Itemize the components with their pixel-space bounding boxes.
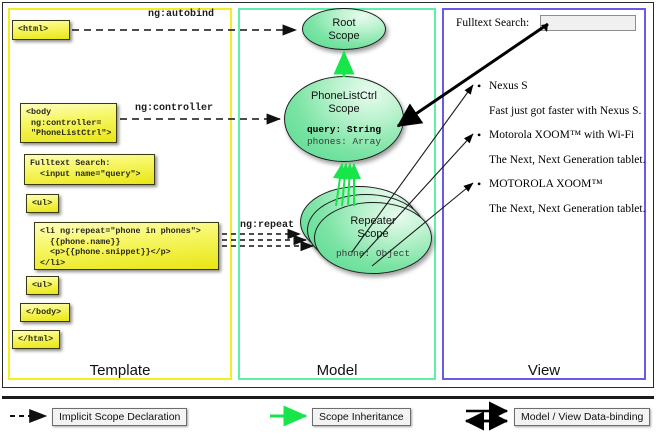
view-item-name-0[interactable]: Nexus S	[489, 80, 528, 92]
code-box-html-close: </html>	[12, 330, 60, 349]
scope-phonelistctrl-properties: query: String phones: Array	[307, 124, 381, 147]
scope-property-query: query: String	[306, 124, 382, 135]
view-search-label: Fulltext Search:	[456, 17, 530, 29]
scope-repeater-title: Repeater Scope	[350, 215, 396, 240]
code-box-ul-open: <ul>	[26, 194, 59, 213]
connector-label-repeat: ng:repeat	[240, 220, 295, 231]
column-label-model: Model	[316, 362, 358, 379]
legend-item-model-view-data-binding: Model / View Data-binding	[514, 408, 651, 426]
view-item-name-1[interactable]: Motorola XOOM™ with Wi-Fi	[489, 129, 635, 141]
view-item-snippet-1: The Next, Next Generation tablet.	[489, 154, 646, 166]
connector-label-controller: ng:controller	[135, 103, 214, 114]
view-item-snippet-0: Fast just got faster with Nexus S.	[489, 105, 642, 117]
column-label-template: Template	[89, 362, 151, 379]
view-item-snippet-2: The Next, Next Generation tablet.	[489, 203, 646, 215]
column-label-view: View	[527, 362, 561, 379]
connector-label-autobind: ng:autobind	[148, 9, 215, 20]
view-panel	[442, 8, 646, 380]
legend-arrow-double	[464, 401, 509, 431]
legend-item-scope-inheritance: Scope Inheritance	[312, 408, 411, 426]
scope-phonelistctrl-title: PhoneListCtrl Scope	[310, 90, 378, 115]
code-box-ul-close: <ul>	[26, 276, 59, 295]
code-box-fulltext-search: Fulltext Search: <input name="query">	[24, 154, 155, 185]
legend-divider	[2, 396, 654, 399]
code-box-body-tag: <body ng:controller= "PhoneListCtrl">	[20, 103, 117, 143]
view-bullet-1: •	[477, 128, 482, 142]
scope-repeater: Repeater Scope phone: Object	[314, 202, 432, 274]
scope-root: Root Scope	[302, 8, 386, 50]
view-item-name-2[interactable]: MOTOROLA XOOM™	[489, 178, 603, 190]
legend-item-implicit-scope-declaration: Implicit Scope Declaration	[52, 408, 188, 426]
view-bullet-2: •	[477, 177, 482, 191]
code-box-html-open: <html>	[12, 20, 70, 40]
view-bullet-0: •	[477, 79, 482, 93]
view-search-input[interactable]	[540, 15, 636, 31]
scope-property-phones: phones: Array	[306, 135, 382, 147]
scope-phonelistctrl: PhoneListCtrl Scope query: String phones…	[284, 76, 404, 162]
scope-repeater-properties: phone: Object	[335, 248, 411, 259]
code-box-li-repeat: <li ng:repeat="phone in phones"> {{phone…	[34, 222, 219, 270]
code-box-body-close: </body>	[20, 303, 70, 322]
scope-root-title: Root Scope	[328, 17, 360, 42]
